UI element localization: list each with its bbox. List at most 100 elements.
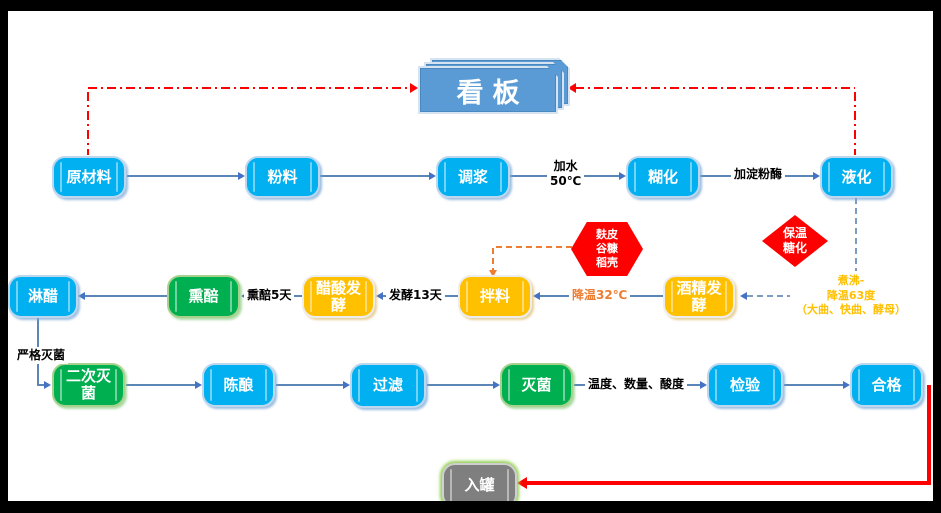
node-label: 液化 xyxy=(841,167,872,186)
node-label: 陈酿 xyxy=(223,375,254,394)
node-label: 粉料 xyxy=(267,167,298,186)
kanban-card: 看板 xyxy=(418,58,570,116)
kanban-title: 看板 xyxy=(456,77,529,109)
node-label: 检验 xyxy=(729,375,760,394)
edge-label-ferment-days: 发酵13天 xyxy=(386,287,445,304)
arrowhead-left xyxy=(740,292,747,300)
additive-dashed-horizontal xyxy=(496,246,573,248)
node-gelatinization: 糊化 xyxy=(626,156,700,198)
node-label: 合格 xyxy=(871,375,902,394)
arrowhead-left xyxy=(376,292,383,300)
node-alcohol-fermentation: 酒精发酵 xyxy=(663,275,735,318)
node-label: 原材料 xyxy=(66,167,112,186)
hexagon-bran-chaff-husk: 麸皮 谷糠 稻壳 xyxy=(571,222,643,276)
arrowhead-left xyxy=(533,292,540,300)
arrowhead-right xyxy=(493,381,500,389)
liquefy-down-dashed xyxy=(855,198,857,272)
frame-right-border xyxy=(933,0,941,513)
node-label: 酵 xyxy=(691,295,707,314)
qualified-to-canning-horizontal xyxy=(527,481,931,485)
node-acetic-fermentation: 醋酸发酵 xyxy=(302,275,375,318)
arrowhead-right xyxy=(195,381,202,389)
node-label: 拌料 xyxy=(479,287,510,306)
arrowhead-right xyxy=(343,381,350,389)
arrowhead-down-orange xyxy=(489,270,497,277)
node-label: 入罐 xyxy=(464,476,495,495)
node-aging: 陈酿 xyxy=(202,363,275,407)
edge-label-temp-qty-acid: 温度、数量、酸度 xyxy=(585,376,688,393)
hexagon-label: 稻壳 xyxy=(596,256,618,270)
node-label: 调浆 xyxy=(457,167,488,186)
edge-label-line: 加水 xyxy=(553,159,578,173)
connector xyxy=(320,175,429,177)
node-mixing: 拌料 xyxy=(458,275,532,318)
boil-cooldown-note: 煮沸- 降温63度 （大曲、快曲、酵母） xyxy=(790,271,912,321)
node-filtration: 过滤 xyxy=(350,363,426,408)
connector xyxy=(784,384,843,386)
hexagon-label: 谷糠 xyxy=(596,241,618,255)
connector xyxy=(38,384,45,386)
connector xyxy=(127,175,238,177)
arrowhead-left-red xyxy=(517,477,527,489)
frame-bottom-border xyxy=(0,501,941,513)
node-label: 酒精发 xyxy=(676,278,722,297)
node-pour-vinegar: 淋醋 xyxy=(8,275,78,318)
node-label: 糊化 xyxy=(647,167,678,186)
hexagon-label: 麸皮 xyxy=(596,227,618,241)
arrowhead-right xyxy=(843,381,850,389)
connector xyxy=(126,384,195,386)
kanban-feedback-right-horizontal xyxy=(575,87,855,89)
kanban-feedback-left-horizontal xyxy=(88,87,411,89)
node-powder: 粉料 xyxy=(245,156,320,198)
edge-label-line: 50℃ xyxy=(550,174,582,188)
arrowhead-left xyxy=(78,292,85,300)
connector xyxy=(85,295,167,297)
connector xyxy=(427,384,493,386)
diamond-insulation-saccharification: 保温 糖化 xyxy=(762,215,828,267)
arrowhead-right xyxy=(700,381,707,389)
node-label: 熏醅 xyxy=(188,287,219,306)
kanban-feedback-left-vertical xyxy=(87,92,89,155)
note-line: 煮沸- xyxy=(837,273,865,287)
kanban-feedback-right-vertical xyxy=(854,92,856,155)
note-to-alcohol-dashed xyxy=(747,295,790,297)
node-smoke-mash: 熏醅 xyxy=(167,275,240,318)
node-label: 二次灭 xyxy=(65,367,111,386)
node-liquefaction: 液化 xyxy=(820,156,893,198)
diamond-label: 保温 xyxy=(782,226,807,240)
arrowhead-right xyxy=(813,172,820,180)
edge-label-strict-sterilize: 严格灭菌 xyxy=(14,347,69,364)
node-label: 醋酸发 xyxy=(315,278,361,297)
node-label: 灭菌 xyxy=(521,375,552,394)
qualified-to-canning-vertical xyxy=(927,385,931,484)
node-qualified: 合格 xyxy=(850,363,923,407)
diamond-label: 糖化 xyxy=(782,241,807,255)
arrowhead-right xyxy=(619,172,626,180)
kanban-card-front: 看板 xyxy=(418,66,558,114)
node-label: 淋醋 xyxy=(27,287,58,306)
node-raw-material: 原材料 xyxy=(52,156,126,198)
edge-label-amylase: 加淀粉酶 xyxy=(731,166,786,183)
frame-top-border xyxy=(0,0,941,11)
additive-dashed-vertical xyxy=(492,248,494,270)
node-label: 菌 xyxy=(80,384,96,402)
edge-label-smoke-days: 熏醅5天 xyxy=(244,287,295,304)
arrowhead-right xyxy=(238,172,245,180)
node-label: 过滤 xyxy=(372,376,403,395)
arrowhead-right-red xyxy=(410,83,418,93)
arrowhead-left-red xyxy=(568,83,576,93)
edge-label-cool-32: 降温32℃ xyxy=(569,287,631,304)
node-slurry-mixing: 调浆 xyxy=(436,156,510,198)
note-line: 降温63度 xyxy=(826,288,876,302)
node-sterilization: 灭菌 xyxy=(500,363,573,407)
arrowhead-right xyxy=(44,381,51,389)
node-inspection: 检验 xyxy=(707,363,783,407)
node-second-sterilization: 二次灭菌 xyxy=(52,363,125,407)
node-label: 酵 xyxy=(330,295,346,314)
note-line: （大曲、快曲、酵母） xyxy=(796,303,906,317)
connector xyxy=(276,384,343,386)
arrowhead-right xyxy=(429,172,436,180)
frame-left-border xyxy=(0,0,8,513)
